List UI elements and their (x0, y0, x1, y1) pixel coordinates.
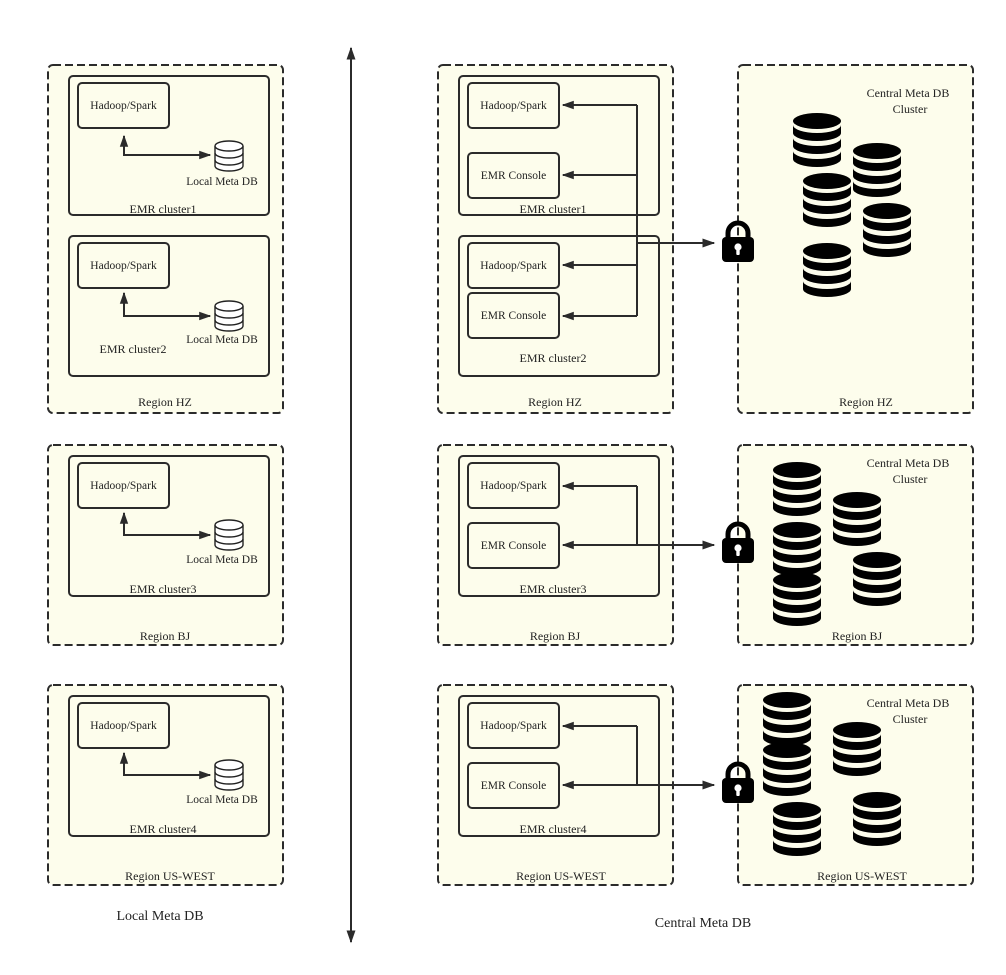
hadoop-spark-node[interactable] (467, 702, 560, 749)
cluster-frame (458, 455, 660, 597)
region-label: Region US-WEST (125, 869, 215, 883)
local-region-bj: Region BJ Hadoop/Spark Local Meta DB EMR… (47, 444, 284, 646)
node-label: Hadoop/Spark (90, 260, 157, 272)
emr-console-node[interactable] (467, 522, 560, 569)
database-outline-icon (214, 300, 244, 332)
connector-bus (561, 481, 716, 550)
local-cluster-2: Hadoop/Spark Local Meta DB EMR cluster2 (68, 235, 270, 377)
region-frame (47, 684, 284, 886)
node-label: Hadoop/Spark (90, 100, 157, 112)
cluster-frame (68, 455, 270, 597)
region-label: Region HZ (138, 395, 192, 409)
node-label: EMR Console (481, 170, 547, 182)
db-label: Local Meta DB (186, 554, 258, 566)
region-label: Region HZ (528, 395, 582, 409)
hadoop-spark-node[interactable] (467, 242, 560, 289)
central-cluster-4: Hadoop/Spark EMR Console EMR cluster4 (458, 695, 660, 837)
cluster-name: EMR cluster4 (130, 822, 197, 836)
local-region-hz: Region HZ Hadoop/Spark Local Meta DB EMR… (47, 64, 284, 414)
db-cluster-title: Central Meta DB (867, 456, 950, 470)
node-label: Hadoop/Spark (480, 260, 547, 272)
region-frame (47, 444, 284, 646)
database-outline-icon (214, 759, 244, 791)
db-cluster-title: Central Meta DB (867, 86, 950, 100)
region-label: Region US-WEST (516, 869, 606, 883)
caption-local-meta-db: Local Meta DB (116, 909, 203, 924)
node-label: Hadoop/Spark (90, 720, 157, 732)
emr-console-node[interactable] (467, 292, 560, 339)
database-outline-icon (214, 140, 244, 172)
central-region-us-west: Region US-WEST Hadoop/Spark EMR Console … (437, 684, 716, 886)
cluster-frame (458, 235, 660, 377)
hadoop-spark-node[interactable] (77, 462, 170, 509)
central-db-cluster-hz: Central Meta DB Cluster Region HZ (737, 64, 974, 414)
cluster-frame (68, 75, 270, 216)
region-label: Region BJ (530, 629, 581, 643)
db-cluster-subtitle: Cluster (893, 712, 928, 726)
central-region-hz: Region HZ Hadoop/Spark EMR Console EMR c… (437, 64, 716, 414)
cluster-name: EMR cluster1 (520, 202, 587, 216)
cluster-name: EMR cluster3 (520, 582, 587, 596)
cluster-name: EMR cluster4 (520, 822, 587, 836)
local-region-us-west: Region US-WEST Hadoop/Spark Local Meta D… (47, 684, 284, 886)
cluster-name: EMR cluster2 (100, 342, 167, 356)
hadoop-spark-node[interactable] (467, 462, 560, 509)
db-cluster-title: Central Meta DB (867, 696, 950, 710)
connector-arrow (119, 291, 212, 321)
region-label: Region HZ (839, 395, 893, 409)
db-cluster-subtitle: Cluster (893, 472, 928, 486)
region-label: Region BJ (140, 629, 191, 643)
cluster-name: EMR cluster1 (130, 202, 197, 216)
db-label: Local Meta DB (186, 176, 258, 188)
db-cluster-subtitle: Cluster (893, 102, 928, 116)
central-db-cluster-bj: Central Meta DB Cluster Region BJ (737, 444, 974, 646)
node-label: EMR Console (481, 310, 547, 322)
cluster-frame (68, 235, 270, 377)
cluster-name: EMR cluster2 (520, 351, 587, 365)
central-cluster-3: Hadoop/Spark EMR Console EMR cluster3 (458, 455, 660, 597)
central-cluster-2: Hadoop/Spark EMR Console EMR cluster2 (458, 235, 660, 377)
cluster-frame (458, 75, 660, 216)
node-label: EMR Console (481, 780, 547, 792)
hadoop-spark-node[interactable] (77, 702, 170, 749)
local-cluster-4: Hadoop/Spark Local Meta DB EMR cluster4 (68, 695, 270, 837)
region-label: Region BJ (832, 629, 883, 643)
local-cluster-1: Hadoop/Spark Local Meta DB EMR cluster1 (68, 75, 270, 216)
cluster-name: EMR cluster3 (130, 582, 197, 596)
db-label: Local Meta DB (186, 334, 258, 346)
connector-arrow (119, 751, 212, 780)
hadoop-spark-node[interactable] (77, 82, 170, 129)
region-frame (737, 64, 974, 414)
connector-bus (561, 100, 716, 321)
caption-central-meta-db: Central Meta DB (655, 916, 751, 931)
node-label: Hadoop/Spark (480, 720, 547, 732)
node-label: Hadoop/Spark (480, 480, 547, 492)
central-db-cluster-us-west: Central Meta DB Cluster Region US-WEST (737, 684, 974, 886)
region-frame (47, 64, 284, 414)
region-label: Region US-WEST (817, 869, 907, 883)
cluster-frame (68, 695, 270, 837)
central-region-bj: Region BJ Hadoop/Spark EMR Console EMR c… (437, 444, 716, 646)
connector-bus (561, 721, 716, 790)
cluster-frame (458, 695, 660, 837)
central-cluster-1: Hadoop/Spark EMR Console EMR cluster1 (458, 75, 660, 216)
hadoop-spark-node[interactable] (467, 82, 560, 129)
db-label: Local Meta DB (186, 794, 258, 806)
connector-arrow (119, 134, 212, 160)
node-label: Hadoop/Spark (480, 100, 547, 112)
node-label: EMR Console (481, 540, 547, 552)
node-label: Hadoop/Spark (90, 480, 157, 492)
database-outline-icon (214, 519, 244, 551)
emr-console-node[interactable] (467, 762, 560, 809)
connector-arrow (119, 511, 212, 540)
hadoop-spark-node[interactable] (77, 242, 170, 289)
emr-console-node[interactable] (467, 152, 560, 199)
local-cluster-3: Hadoop/Spark Local Meta DB EMR cluster3 (68, 455, 270, 597)
